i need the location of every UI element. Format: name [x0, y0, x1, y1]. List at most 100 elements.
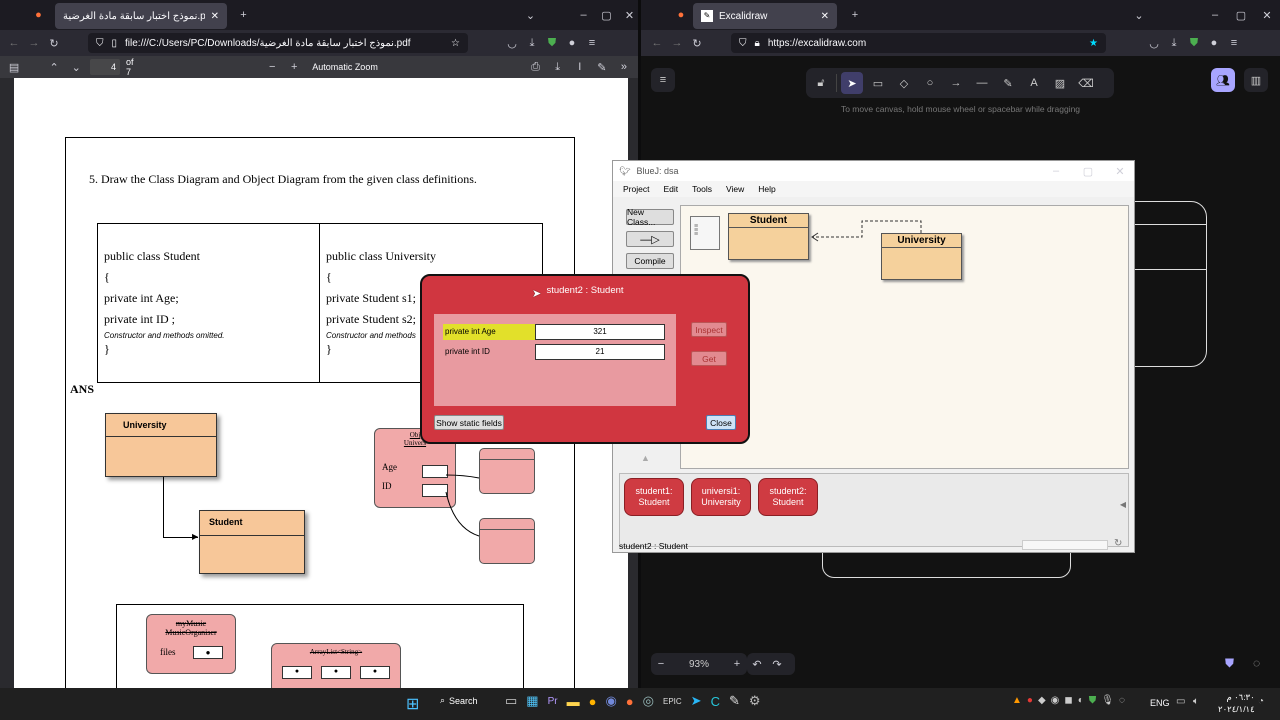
tray-app-icon[interactable]: ◼: [1064, 695, 1073, 706]
scroll-left-icon[interactable]: ◀: [1119, 500, 1126, 509]
forward-icon[interactable]: →: [671, 37, 683, 49]
print-icon[interactable]: ⎙: [531, 60, 540, 73]
show-static-fields-button[interactable]: Show static fields: [434, 415, 504, 430]
clock[interactable]: ٠٦:٣٠ م ٢٠٢٤/١/١٤: [1218, 691, 1255, 715]
image-tool-icon[interactable]: ▨: [1054, 77, 1066, 90]
bookmark-star-icon[interactable]: ☆: [451, 37, 460, 49]
windows-start-icon[interactable]: ⊞: [406, 696, 420, 713]
zoom-select[interactable]: Automatic Zoom: [312, 62, 378, 72]
firefox-icon[interactable]: ●: [35, 9, 42, 21]
close-icon[interactable]: ✕: [820, 10, 829, 22]
shield-icon[interactable]: ⛉: [739, 37, 747, 49]
pdf-tab[interactable]: نموذج اختبار سابقة مادة الغرضية.pdf ✕: [55, 3, 227, 29]
minimize-icon[interactable]: –: [580, 9, 587, 21]
firefox-icon[interactable]: ●: [625, 693, 634, 709]
get-button[interactable]: Get: [691, 351, 727, 366]
search-button[interactable]: ⌕ Search: [440, 695, 478, 706]
url-bar[interactable]: ⛉ ▯ file:///C:/Users/PC/Downloads/نموذج …: [88, 33, 468, 53]
shield-icon[interactable]: ⛉: [96, 37, 104, 49]
minimize-icon[interactable]: –: [1211, 9, 1219, 21]
reload-icon[interactable]: ↻: [49, 37, 59, 50]
file-explorer-icon[interactable]: ▬: [566, 693, 580, 709]
tray-app-icon[interactable]: ◌: [1118, 695, 1125, 706]
line-tool-icon[interactable]: —: [976, 77, 988, 89]
close-button[interactable]: Close: [706, 415, 736, 430]
menu-edit[interactable]: Edit: [663, 184, 679, 194]
new-class-button[interactable]: New Class...: [626, 207, 674, 227]
url-bar[interactable]: ⛉ 🔒︎ https://excalidraw.com ★: [731, 33, 1106, 53]
downloads-icon[interactable]: ⤓: [1171, 36, 1177, 49]
forward-icon[interactable]: →: [28, 37, 40, 49]
menu-help[interactable]: Help: [758, 184, 776, 194]
close-window-icon[interactable]: ✕: [1262, 9, 1272, 22]
zoom-out-icon[interactable]: −: [268, 61, 276, 73]
inheritance-arrow-button[interactable]: —▷: [626, 231, 674, 247]
menu-icon[interactable]: ≡: [588, 37, 596, 49]
hamburger-menu-icon[interactable]: ≡: [651, 68, 675, 92]
epic-games-icon[interactable]: EPIC: [663, 696, 682, 706]
back-icon[interactable]: ←: [8, 37, 20, 49]
maximize-icon[interactable]: ▢: [1235, 9, 1247, 22]
new-tab-icon[interactable]: +: [240, 9, 247, 21]
microphone-icon[interactable]: 🎙︎: [1101, 695, 1114, 706]
university-class[interactable]: University: [881, 233, 962, 280]
zoom-level[interactable]: 93%: [688, 658, 709, 670]
object-universi1[interactable]: universi1:University: [691, 478, 751, 516]
field-name-id[interactable]: private int ID: [445, 347, 490, 356]
steam-icon[interactable]: ◎: [642, 693, 654, 708]
more-tools-icon[interactable]: »: [620, 61, 627, 73]
collapse-icon[interactable]: ▲: [641, 453, 650, 463]
maximize-icon[interactable]: ▢: [1082, 165, 1094, 178]
firefox-icon[interactable]: ●: [677, 9, 685, 21]
telegram-icon[interactable]: ➤: [690, 693, 702, 708]
downloads-icon[interactable]: ⤓: [529, 36, 535, 49]
zoom-out-icon[interactable]: −: [657, 658, 665, 670]
eraser-tool-icon[interactable]: ⌫: [1078, 77, 1094, 90]
save-icon[interactable]: ⤓: [555, 60, 561, 73]
settings-gear-icon[interactable]: ⚙: [748, 693, 761, 708]
selection-tool-icon[interactable]: ➤: [841, 72, 863, 94]
app-icon[interactable]: ●: [588, 693, 597, 709]
redo-icon[interactable]: ↷: [772, 658, 782, 671]
tray-app-icon[interactable]: ●: [1026, 695, 1033, 706]
ellipse-tool-icon[interactable]: ○: [926, 77, 934, 89]
maximize-icon[interactable]: ▢: [601, 9, 612, 22]
excalidraw-tab[interactable]: ✎ Excalidraw ✕: [693, 3, 837, 29]
shield-check-icon[interactable]: ⛊: [1225, 656, 1235, 670]
back-icon[interactable]: ←: [651, 37, 663, 49]
next-page-icon[interactable]: ⌄: [71, 61, 81, 74]
language-indicator[interactable]: ENG: [1150, 698, 1170, 708]
extension-icon[interactable]: ●: [568, 37, 576, 49]
volume-icon[interactable]: 🔈︎: [1193, 696, 1199, 707]
field-value-age[interactable]: 321: [535, 324, 665, 340]
tray-app-icon[interactable]: ▲: [1012, 695, 1022, 706]
menu-project[interactable]: Project: [623, 184, 650, 194]
arrow-tool-icon[interactable]: →: [950, 77, 962, 89]
page-number-input[interactable]: 4: [90, 59, 121, 75]
extension-shield-icon[interactable]: ⛊: [1189, 36, 1199, 49]
menu-icon[interactable]: ≡: [1230, 37, 1238, 49]
extension-shield-icon[interactable]: ⛊: [547, 36, 557, 49]
bluej-icon[interactable]: ✎: [728, 693, 740, 708]
extension-icon[interactable]: ●: [1210, 37, 1218, 49]
pocket-icon[interactable]: ◡: [1149, 37, 1159, 50]
reset-vm-icon[interactable]: ↻: [1114, 538, 1123, 549]
draw-tool-icon[interactable]: ✎: [597, 61, 607, 74]
compile-button[interactable]: Compile: [626, 253, 674, 269]
task-view-icon[interactable]: ▭: [505, 693, 518, 708]
tray-app-icon[interactable]: ⛊: [1088, 695, 1097, 706]
class-diagram-panel[interactable]: ≡≡≡ Student University: [680, 205, 1129, 469]
list-tabs-icon[interactable]: ⌄: [1134, 9, 1144, 22]
list-tabs-icon[interactable]: ⌄: [525, 9, 536, 22]
close-window-icon[interactable]: ✕: [1115, 165, 1125, 178]
close-icon[interactable]: ✕: [210, 10, 219, 22]
sidebar-toggle-icon[interactable]: ▤: [8, 61, 20, 74]
readme-icon[interactable]: ≡≡≡: [690, 216, 720, 250]
app-c-icon[interactable]: C: [710, 693, 720, 709]
prev-page-icon[interactable]: ⌃: [49, 61, 59, 74]
field-value-id[interactable]: 21: [535, 344, 665, 360]
field-name-age[interactable]: private int Age: [443, 324, 535, 340]
new-tab-icon[interactable]: +: [851, 9, 859, 21]
object-student1[interactable]: student1:Student: [624, 478, 684, 516]
menu-tools[interactable]: Tools: [692, 184, 712, 194]
